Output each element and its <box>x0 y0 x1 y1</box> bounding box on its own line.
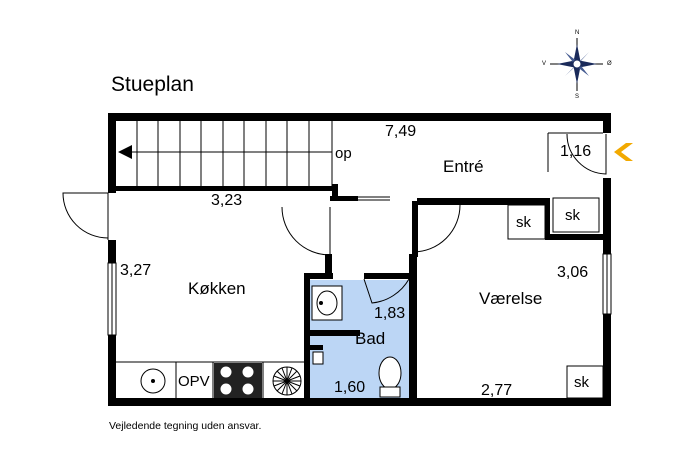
vaerelse-area: 3,06 <box>557 264 589 281</box>
exterior-walls <box>108 113 611 406</box>
washbasin-icon <box>311 285 343 321</box>
compass-north-label: N <box>575 30 580 36</box>
kitchen-counter <box>116 361 304 398</box>
cabinet-label-1: sk <box>516 214 531 231</box>
cabinet-label-3: sk <box>574 374 589 391</box>
vaerelse-name: Værelse <box>479 289 543 308</box>
entre-area: 7,49 <box>385 123 417 140</box>
toilet-icon <box>378 356 402 398</box>
page-title: Stueplan <box>111 73 194 96</box>
kokken-area: 3,27 <box>120 262 152 279</box>
entre-name: Entré <box>443 157 484 176</box>
compass-west-label: V <box>542 61 547 67</box>
window-panes <box>111 254 608 335</box>
bad-name: Bad <box>355 329 386 348</box>
bad-area: 1,60 <box>334 379 366 396</box>
partition-lines <box>331 121 603 201</box>
interior-walls <box>116 184 603 398</box>
stair-zone-area: 3,23 <box>211 192 243 209</box>
disclaimer-note: Vejledende tegning uden ansvar. <box>109 420 262 432</box>
compass-east-label: Ø <box>607 61 612 67</box>
door-swings <box>62 133 607 304</box>
cabinet-label-2: sk <box>565 207 580 224</box>
extractor-fan-icon <box>272 366 302 396</box>
staircase <box>128 121 332 186</box>
compass-rose-icon <box>550 38 603 91</box>
bedroom-bottom-area: 2,77 <box>481 382 513 399</box>
kitchen-sink-icon <box>140 368 166 394</box>
bath-upper-area: 1,83 <box>374 305 406 322</box>
shower-drain-icon <box>312 351 324 365</box>
compass-south-label: S <box>575 94 580 100</box>
kokken-name: Køkken <box>188 279 246 298</box>
cabinet-boxes <box>507 197 604 399</box>
entrance-marker-icon <box>614 143 633 161</box>
dishwasher-label: OPV <box>178 373 210 390</box>
closet-area: 1,16 <box>560 143 592 160</box>
stair-up-label: op <box>335 145 352 162</box>
stair-direction-arrow-icon <box>118 145 132 159</box>
